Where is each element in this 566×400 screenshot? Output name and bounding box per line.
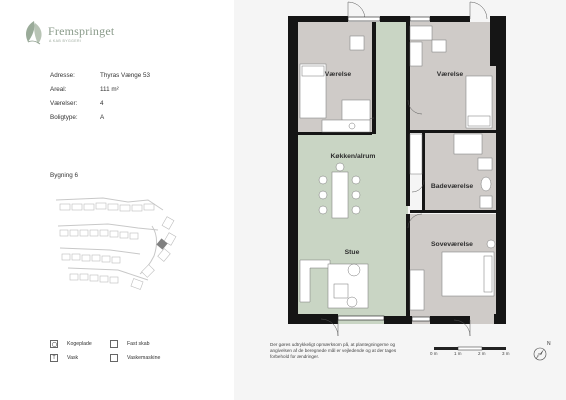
lamp (486, 239, 496, 249)
coffee-table (333, 283, 349, 299)
info-value: 111 m² (100, 86, 119, 93)
brand-tagline: A KAB BYGGERI (49, 39, 82, 43)
highlighted-building (156, 238, 168, 250)
sink-icon (479, 195, 493, 209)
legend-label: Vaskemaskine (127, 355, 161, 361)
building-label: Bygning 6 (50, 172, 79, 179)
dining-chair (318, 175, 328, 185)
hob-icon (50, 340, 58, 348)
dining-chair (351, 190, 361, 200)
room-label-vaerelse-1: Værelse (325, 71, 352, 78)
dining-chair (335, 162, 345, 172)
legend-item-fast-skab: Fast skab (110, 340, 190, 350)
wardrobe-2 (409, 41, 423, 67)
cabinet-icon (110, 340, 118, 348)
info-key: Adresse: (50, 72, 75, 79)
toilet (480, 176, 492, 192)
info-key: Areal: (50, 86, 67, 93)
compass-icon (533, 347, 547, 361)
floor-plan: Værelse Værelse Køkken/alrum Badeværelse… (288, 1, 506, 337)
legend-label: Vask (67, 355, 79, 361)
info-key: Værelser: (50, 100, 78, 107)
wardrobe-bed (409, 269, 425, 311)
washing-machine-icon (477, 157, 493, 171)
info-value: Thyras Vænge 53 (100, 72, 151, 79)
desk-1 (341, 99, 371, 121)
dining-chair (351, 175, 361, 185)
legend-item-vask: T Vask (50, 354, 130, 364)
pillow (301, 65, 325, 77)
sink-icon: T (50, 354, 58, 362)
info-panel: Fremspringet A KAB BYGGERI Adresse: Thyra… (0, 0, 234, 400)
scale-label-3: 3 m (502, 351, 510, 356)
property-info: Adresse: Thyras Vænge 53 Areal: 111 m² Vær… (50, 72, 200, 128)
walls (288, 16, 506, 324)
legend-label: Fast skab (127, 341, 150, 347)
info-row-type: Boligtype: A (50, 114, 200, 128)
hob-icon (348, 122, 356, 130)
legend-item-vaskemaskine: Vaskemaskine (110, 354, 190, 364)
shower (453, 133, 483, 155)
room-label-kitchen: Køkken/alrum (331, 153, 376, 160)
armchair (347, 263, 361, 277)
info-value: A (100, 114, 105, 121)
room-label-bath: Badeværelse (431, 183, 474, 190)
desk-2 (409, 25, 433, 41)
chair-2 (431, 39, 447, 53)
dining-chair (318, 205, 328, 215)
info-key: Boligtype: (50, 114, 78, 121)
compass-label: N (547, 341, 551, 347)
info-value: 4 (100, 100, 104, 107)
leaf-logo-icon (26, 21, 42, 45)
site-plan (55, 197, 177, 290)
scale-label-0: 0 m (430, 351, 438, 356)
scale-bar-graphic (434, 346, 506, 351)
scale-label-1: 1 m (454, 351, 462, 356)
wardrobe-hall (409, 133, 423, 175)
furniture (299, 25, 496, 311)
armchair (346, 296, 358, 308)
pillows-double (483, 255, 493, 293)
chair-1 (349, 35, 365, 51)
sofa (299, 259, 331, 303)
room-label-living: Stue (345, 249, 360, 256)
legend-label: Kogeplade (67, 341, 92, 347)
dining-chair (318, 190, 328, 200)
dining-chair (351, 205, 361, 215)
windows (337, 16, 431, 322)
brand-logo: Fremspringet A KAB BYGGERI (22, 20, 142, 50)
legend-item-kogeplade: Kogeplade (50, 340, 130, 350)
pillow (467, 115, 491, 127)
room-label-bed: Soveværelse (431, 241, 473, 248)
scale-bar: 0 m 1 m 2 m 3 m (430, 342, 520, 372)
info-row-rooms: Værelser: 4 (50, 100, 200, 114)
kitchen-counter (321, 119, 371, 133)
info-row-address: Adresse: Thyras Vænge 53 (50, 72, 200, 86)
washing-machine-icon (110, 354, 118, 362)
brand-name: Fremspringet (48, 24, 115, 38)
dining-table (331, 171, 349, 219)
compass: N (530, 340, 554, 364)
room-label-vaerelse-2: Værelse (437, 71, 464, 78)
scale-label-2: 2 m (478, 351, 486, 356)
info-row-area: Areal: 111 m² (50, 86, 200, 100)
disclaimer-text: Der gøres udtrykkeligt opmærksom på, at … (270, 342, 397, 360)
